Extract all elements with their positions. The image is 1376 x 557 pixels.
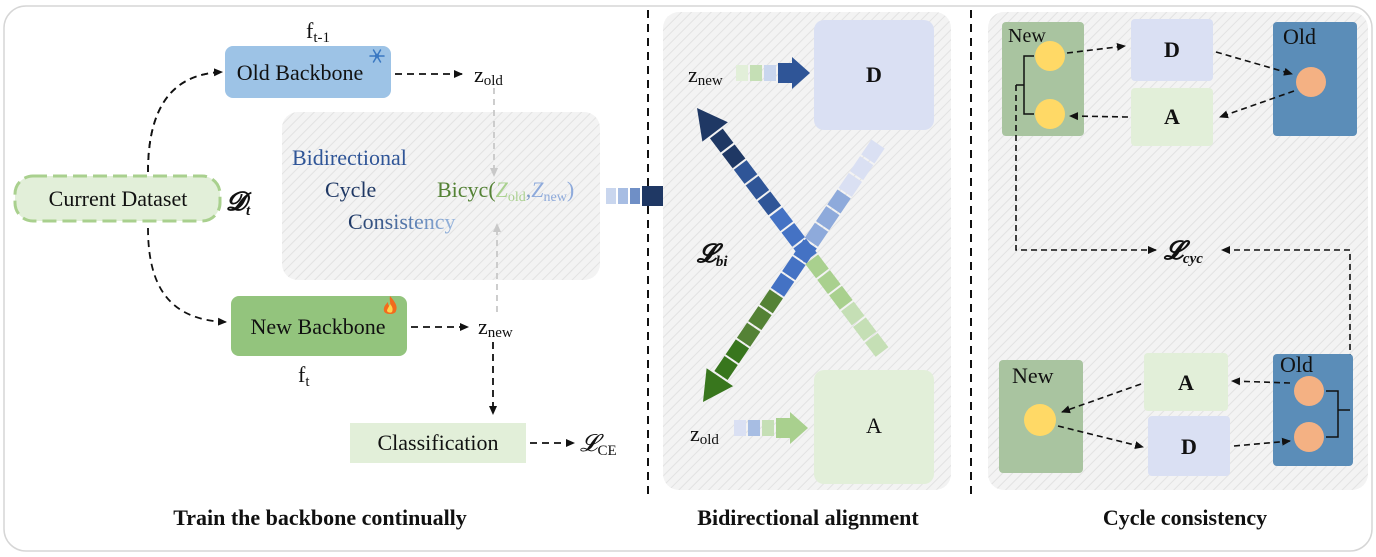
bottom-old-label: Old <box>1280 352 1313 377</box>
arrow-to-zold-segment <box>782 256 806 281</box>
bicyc-line2: Cycle <box>325 177 376 202</box>
bottom-a-box <box>1144 353 1228 411</box>
a-box-bottom <box>814 370 934 484</box>
left-panel: Current Dataset 𝓓t ft-1 Old Backbone zol… <box>13 18 690 530</box>
new-backbone-box <box>231 296 407 356</box>
arrow-bottom-new-to-d <box>1057 425 1144 449</box>
arrow-to-znew-segment <box>781 223 805 247</box>
f-new-label: ft <box>298 362 310 390</box>
a-label: A <box>866 413 882 438</box>
arrow-dataset-to-new <box>147 227 227 326</box>
classification-box <box>350 423 526 463</box>
arrow-to-zold-segment <box>816 206 840 231</box>
right-caption: Cycle consistency <box>1103 505 1267 530</box>
z-new-label: znew <box>478 314 513 341</box>
top-a-label: A <box>1164 104 1180 129</box>
arrow-to-znew-segment <box>721 144 746 169</box>
arrow-to-zold-segment <box>759 289 783 314</box>
z-new-mid-label: znew <box>688 62 723 89</box>
arrow-to-znew-segment <box>757 191 782 216</box>
old-backbone-box <box>225 46 391 98</box>
arrow-to-zold-segment <box>793 239 817 264</box>
arrow-to-znew-segment <box>805 254 829 279</box>
arrow-to-znew-segment <box>829 285 853 310</box>
bicyc-line1: Bidirectional <box>292 145 407 170</box>
bottom-old-node <box>1273 354 1353 466</box>
middle-caption: Bidirectional alignment <box>697 505 919 530</box>
cross-arrows <box>696 108 889 402</box>
middle-panel: D A znew zold 𝓛bi Bidirectional alignmen… <box>663 12 951 530</box>
fire-icon <box>383 296 397 314</box>
arrow-top-to-loss <box>1015 85 1157 254</box>
top-old-dot <box>1296 67 1326 97</box>
arrow-to-znew-segment <box>853 317 877 342</box>
z-old-mid-label: zold <box>690 421 719 448</box>
arrow-to-zold-segment <box>827 189 851 214</box>
bottom-new-dot <box>1024 404 1056 436</box>
arrow-to-znew-segment <box>709 128 734 153</box>
arrow-to-zold-segment <box>804 222 829 247</box>
bottom-old-bracket <box>1326 390 1339 438</box>
top-new-dot-2 <box>1035 99 1065 129</box>
arrow-to-zold-segment <box>861 139 885 164</box>
left-caption: Train the backbone continually <box>173 505 467 530</box>
bottom-a-label: A <box>1178 370 1194 395</box>
arrow-to-znew <box>696 108 889 357</box>
arrow-to-znew-segment <box>864 333 889 357</box>
bottom-old-dot-1 <box>1294 376 1324 406</box>
arrow-top-d-to-old <box>1215 51 1293 76</box>
current-dataset-box <box>13 174 222 223</box>
bottom-old-dot-2 <box>1294 422 1324 452</box>
arrow-to-zold-segment <box>770 272 795 297</box>
old-backbone-label: Old Backbone <box>237 60 363 85</box>
arrow-to-zold-segment <box>748 306 772 331</box>
top-a-box <box>1131 88 1213 146</box>
d-box-top <box>814 20 934 130</box>
arrow-top-old-to-a <box>1219 90 1295 119</box>
current-dataset-label: Current Dataset <box>49 186 188 211</box>
arrow-to-zold-segment <box>849 156 874 181</box>
bicyc-function: Bicyc(Zold,Znew) <box>437 177 574 205</box>
f-old-label: ft-1 <box>306 18 330 46</box>
new-backbone-label: New Backbone <box>250 314 385 339</box>
snowflake-icon <box>369 49 385 63</box>
bottom-d-label: D <box>1181 434 1197 459</box>
arrow-to-zold <box>702 139 885 402</box>
arrow-bottom-a-to-new <box>1061 383 1142 414</box>
z-old-input-arrow <box>734 412 808 444</box>
right-panel: New D A Old 𝓛cyc New A D Old <box>988 12 1368 530</box>
arrow-to-zold-segment <box>714 356 738 380</box>
top-new-dot-1 <box>1035 41 1065 71</box>
z-old-label: zold <box>474 62 503 89</box>
arrow-to-znew-segment <box>769 207 794 232</box>
arrow-to-zold-segment <box>736 322 761 347</box>
arrow-to-zold-segment <box>725 339 750 364</box>
bottom-d-box <box>1148 416 1230 476</box>
top-d-box <box>1131 19 1213 81</box>
d-label: D <box>866 62 882 87</box>
top-new-label: New <box>1008 25 1046 47</box>
arrow-to-zold-segment <box>838 172 862 197</box>
bottom-new-label: New <box>1012 363 1054 388</box>
arrow-to-znew-head <box>696 108 728 142</box>
arrow-to-znew-segment <box>745 175 770 200</box>
arrow-to-znew-segment <box>817 270 841 294</box>
arrow-to-zold-head <box>702 368 734 402</box>
bicyc-region <box>282 112 600 280</box>
top-old-label: Old <box>1283 24 1316 49</box>
z-new-input-arrow <box>736 57 810 89</box>
classification-label: Classification <box>378 430 499 455</box>
bicyc-line3: Consistency <box>348 209 456 234</box>
top-d-label: D <box>1164 37 1180 62</box>
arrow-to-znew-segment <box>841 301 865 326</box>
arrow-to-znew-segment <box>733 160 758 184</box>
